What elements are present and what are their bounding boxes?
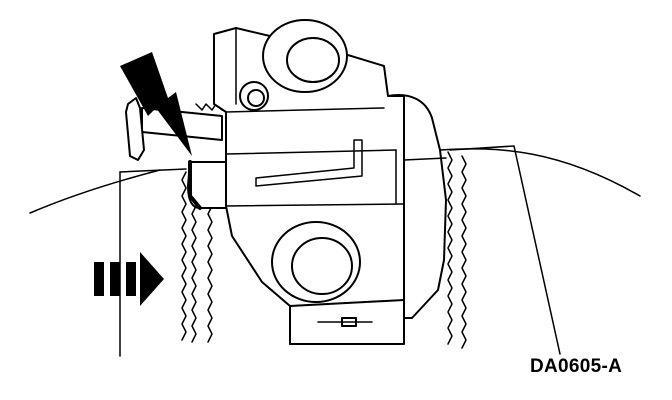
lower-bore (271, 221, 361, 303)
left-break-lines (181, 171, 213, 343)
washer (125, 97, 145, 161)
figure-reference-code: DA0605-A (530, 356, 623, 377)
direction-arrow (94, 252, 164, 306)
right-plate (447, 145, 561, 355)
upper-bore (262, 19, 348, 93)
bracket-slot (255, 139, 363, 187)
bracket-side-step (395, 149, 447, 205)
shim-highlight (188, 160, 202, 210)
pointer-arrow (120, 52, 192, 156)
small-hole (239, 81, 269, 111)
